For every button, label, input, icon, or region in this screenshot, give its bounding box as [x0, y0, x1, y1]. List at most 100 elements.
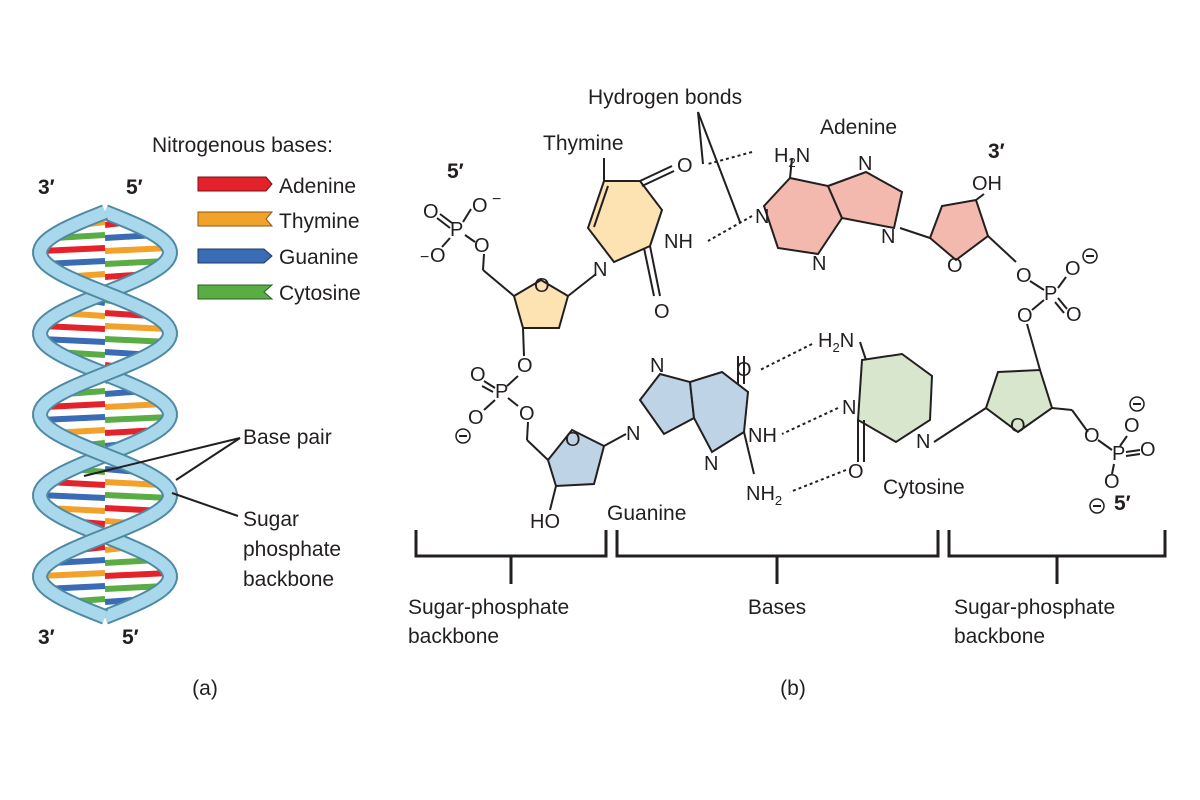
base-pair-rung	[40, 245, 106, 254]
hydrogen-bonds-label: Hydrogen bonds	[588, 86, 742, 109]
adenine-swatch	[197, 176, 273, 192]
bracket-left-label-line-2: backbone	[408, 625, 499, 648]
svg-text:P: P	[1112, 443, 1125, 465]
thymine-base: N NH O O Thymine	[543, 132, 693, 323]
guanine-label: Guanine	[607, 502, 686, 525]
hydrogen-bonds-pointer-2	[697, 111, 741, 223]
thymine-label: Thymine	[543, 132, 624, 155]
base-pair-rung	[40, 570, 106, 579]
backbone-label-line-2: phosphate	[243, 538, 341, 561]
svg-text:O: O	[1084, 425, 1100, 447]
phosphate-top-right: O P O O O	[1016, 248, 1098, 371]
end-label-5-top-right: 5′	[126, 176, 143, 199]
svg-text:O: O	[677, 155, 693, 177]
svg-text:P: P	[495, 381, 508, 403]
hydrogen-bond-g-c-1	[759, 343, 813, 371]
legend-label-cytosine: Cytosine	[279, 282, 361, 305]
end-label-5-bottom-right: 5′	[122, 626, 139, 649]
hydrogen-bonds-pointer-1	[697, 111, 704, 165]
panel-b: Hydrogen bonds 5′ O O − P − O O O	[408, 86, 1167, 700]
base-pair-rung	[39, 492, 106, 501]
svg-text:NH2: NH2	[746, 483, 782, 508]
bracket-left-label-line-1: Sugar-phosphate	[408, 596, 569, 619]
svg-text:−: −	[420, 249, 429, 266]
backbone-label-line-3: backbone	[243, 568, 334, 591]
adenine-base: N N N N H2N Adenine	[707, 116, 931, 275]
sugar-top-left: O	[512, 273, 597, 357]
svg-text:NH: NH	[664, 231, 693, 253]
svg-text:N: N	[858, 153, 872, 175]
hydrogen-bond-t-a-1	[707, 151, 753, 165]
caption-b: (b)	[780, 677, 806, 700]
guanine-base: N N N NH O NH2 Guanine	[607, 355, 782, 525]
legend-label-thymine: Thymine	[279, 210, 360, 233]
svg-text:O: O	[470, 364, 486, 386]
end-label-3-bottom-left: 3′	[38, 626, 55, 649]
svg-text:O: O	[534, 275, 550, 297]
bracket-right: Sugar-phosphate backbone	[947, 530, 1167, 648]
double-helix	[32, 204, 178, 625]
backbone-strand-1	[34, 206, 176, 623]
base-pair-rung	[104, 414, 170, 423]
svg-text:O: O	[474, 235, 490, 257]
svg-text:P: P	[450, 219, 463, 241]
svg-text:N: N	[842, 397, 856, 419]
svg-text:O: O	[1140, 439, 1156, 461]
backbone-label-line-1: Sugar	[243, 508, 299, 531]
thymine-swatch	[197, 211, 274, 227]
svg-text:O: O	[1010, 415, 1026, 437]
svg-text:O: O	[423, 201, 439, 223]
sugar-bottom-left: O HO	[530, 428, 627, 533]
base-pair-label: Base pair	[243, 426, 332, 449]
svg-text:P: P	[1044, 283, 1057, 305]
svg-text:H2N: H2N	[818, 330, 854, 355]
svg-text:OH: OH	[972, 173, 1002, 195]
svg-text:O: O	[519, 403, 535, 425]
svg-text:O: O	[736, 359, 752, 381]
svg-text:O: O	[848, 461, 864, 483]
legend-item-guanine: Guanine	[197, 246, 358, 269]
svg-text:O: O	[1016, 265, 1032, 287]
base-pair-rung	[104, 245, 170, 254]
svg-text:O: O	[1066, 304, 1082, 326]
legend-title: Nitrogenous bases:	[152, 134, 333, 157]
svg-text:O: O	[1124, 415, 1140, 437]
legend-item-adenine: Adenine	[197, 175, 356, 198]
svg-text:O: O	[468, 407, 484, 429]
svg-text:NH: NH	[748, 425, 777, 447]
base-pair-rung	[104, 570, 170, 579]
phosphate-bottom-left: O O P O O	[455, 355, 549, 461]
svg-text:O: O	[430, 245, 446, 267]
svg-text:O: O	[1104, 471, 1120, 493]
end-label-3-right: 3′	[988, 140, 1005, 163]
svg-text:N: N	[755, 206, 769, 228]
legend-item-cytosine: Cytosine	[197, 282, 361, 305]
svg-text:O: O	[565, 429, 581, 451]
bracket-right-label-line-1: Sugar-phosphate	[954, 596, 1115, 619]
end-label-3-top-left: 3′	[38, 176, 55, 199]
svg-text:HO: HO	[530, 511, 560, 533]
end-label-5-left: 5′	[447, 160, 464, 183]
guanine-swatch	[197, 248, 273, 264]
bracket-middle: Bases	[615, 530, 940, 619]
legend-label-guanine: Guanine	[279, 246, 358, 269]
base-pair-rung	[45, 401, 106, 410]
svg-text:O: O	[472, 195, 488, 217]
svg-text:N: N	[916, 431, 930, 453]
hydrogen-bond-t-a-2	[707, 215, 753, 242]
phosphate-bottom-right: O P O O O 5′	[1084, 396, 1156, 515]
svg-text:O: O	[1017, 305, 1033, 327]
svg-text:N: N	[626, 423, 640, 445]
svg-text:N: N	[593, 259, 607, 281]
sugar-bottom-right: O	[984, 368, 1089, 437]
caption-a: (a)	[192, 677, 218, 700]
hydrogen-bond-g-c-3	[789, 469, 847, 493]
svg-text:O: O	[1065, 258, 1081, 280]
bracket-middle-label: Bases	[748, 596, 806, 619]
bracket-right-label-line-2: backbone	[954, 625, 1045, 648]
svg-text:−: −	[492, 191, 501, 208]
end-label-5-right: 5′	[1114, 492, 1131, 515]
svg-text:O: O	[654, 301, 670, 323]
backbone-strand-2	[34, 206, 176, 623]
